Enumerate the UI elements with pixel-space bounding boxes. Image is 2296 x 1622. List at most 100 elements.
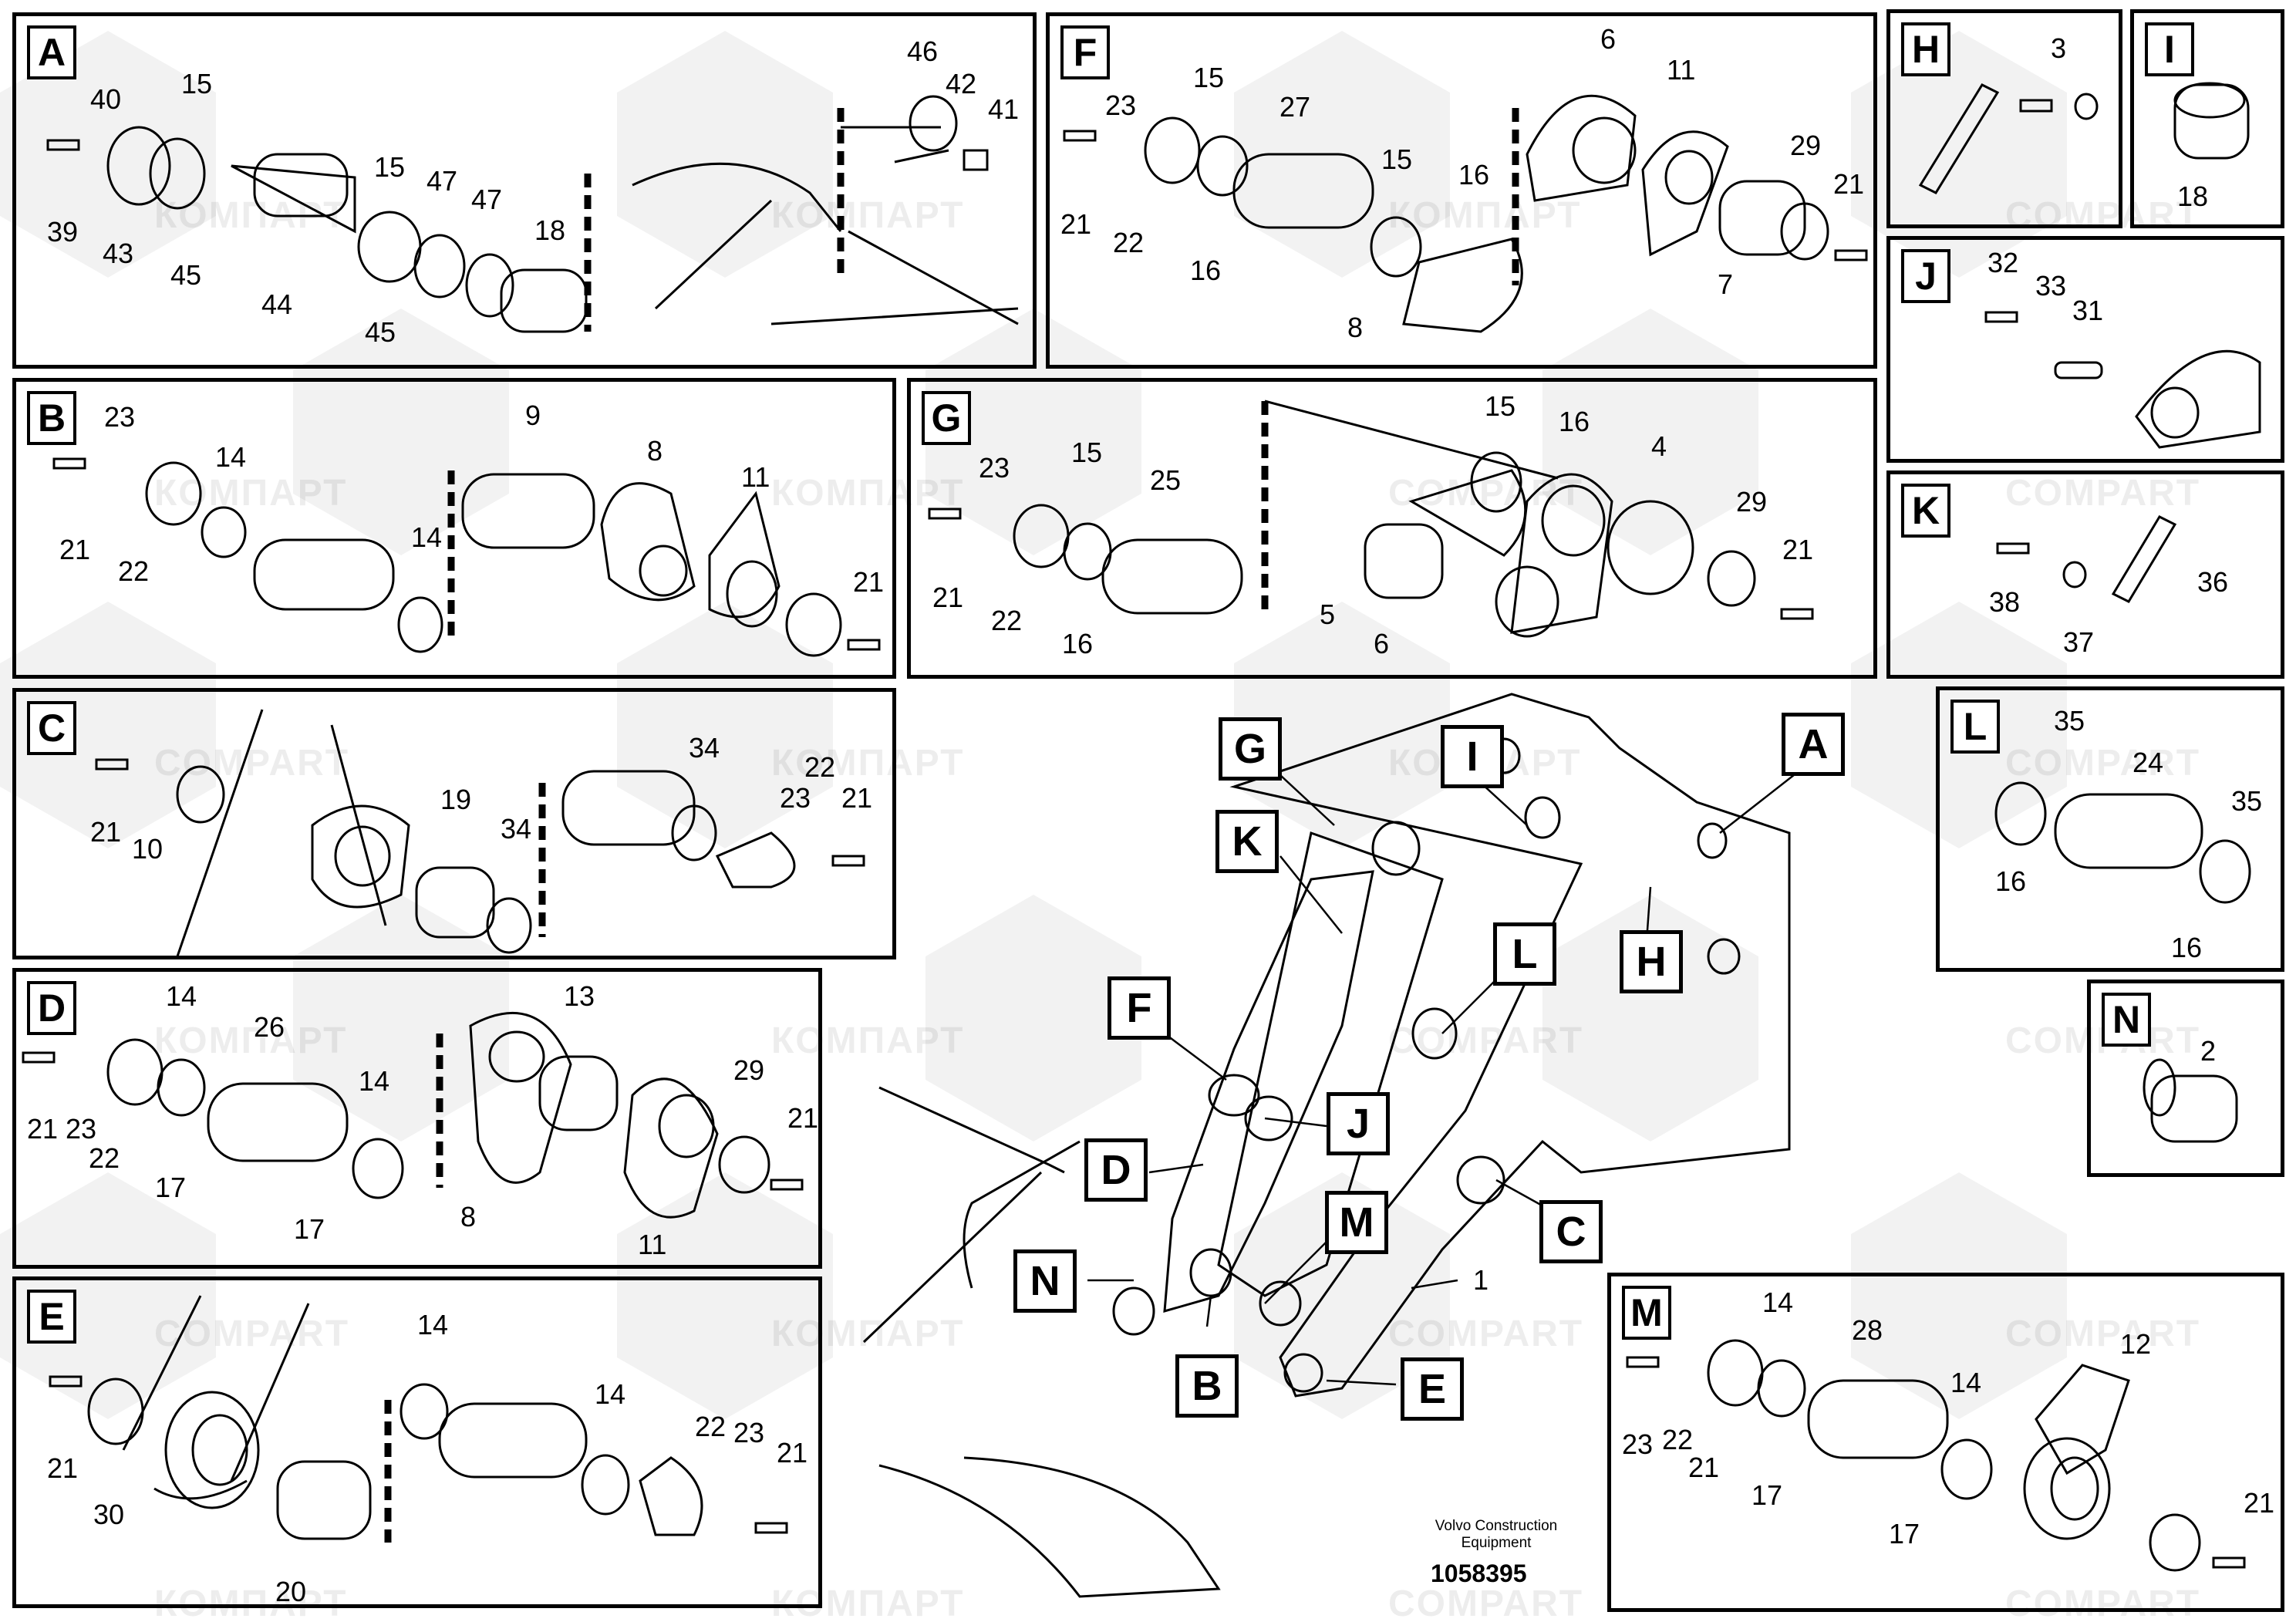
part-number: 23	[1622, 1428, 1654, 1460]
part-number: 21	[59, 534, 91, 565]
part-number: 45	[365, 316, 396, 348]
marker-c[interactable]: C	[1539, 1200, 1603, 1263]
part-number: 41	[988, 93, 1020, 125]
watermark-text: КОМПАРТ	[771, 195, 964, 236]
watermark-text: COMPART	[2005, 743, 2200, 784]
marker-e[interactable]: E	[1401, 1357, 1464, 1421]
marker-m[interactable]: M	[1325, 1191, 1388, 1254]
part-number: 2	[2200, 1035, 2217, 1067]
part-number: 8	[460, 1201, 477, 1233]
marker-b[interactable]: B	[1175, 1354, 1239, 1418]
marker-h[interactable]: H	[1620, 930, 1683, 993]
marker-g[interactable]: G	[1219, 717, 1282, 781]
panel-i: I 18	[2130, 9, 2284, 228]
part-number: 36	[2197, 566, 2229, 598]
part-number: 23	[979, 452, 1010, 484]
watermark-text: COMPART	[2005, 1583, 2200, 1622]
panel-label: M	[1622, 1286, 1671, 1340]
part-number: 46	[907, 35, 939, 67]
panel-l-drawing	[1996, 783, 2250, 902]
panel-n: N 2	[2087, 980, 2284, 1177]
part-number: 16	[1458, 159, 1490, 191]
main-loader-drawing	[864, 694, 1789, 1597]
panel-label: K	[1901, 484, 1950, 538]
part-number: 3	[2051, 32, 2067, 64]
panel-c-drawing	[96, 710, 864, 956]
panel-g-drawing	[929, 401, 1812, 636]
part-number: 21	[841, 782, 873, 814]
part-number: 39	[47, 216, 79, 248]
part-number: 22	[695, 1411, 727, 1442]
part-number: 11	[638, 1229, 667, 1260]
part-number: 12	[2120, 1328, 2152, 1360]
marker-n[interactable]: N	[1013, 1249, 1077, 1313]
marker-l[interactable]: L	[1493, 922, 1556, 986]
panel-label: J	[1901, 249, 1950, 303]
part-number: 29	[1790, 130, 1822, 161]
marker-d[interactable]: D	[1084, 1138, 1148, 1202]
part-number: 28	[1852, 1314, 1883, 1346]
part-number: 17	[1752, 1479, 1783, 1511]
panel-d-drawing	[23, 1013, 802, 1217]
watermark-text: КОМПАРТ	[771, 1020, 964, 1061]
part-number: 22	[118, 555, 150, 587]
part-number: 6	[1374, 628, 1390, 659]
part-number: 4	[1651, 430, 1667, 462]
panel-c: C 34 22 21 10 23 21 19 34	[12, 688, 896, 959]
panel-f-drawing	[1064, 96, 1866, 332]
panel-label: G	[922, 391, 971, 445]
part-number: 16	[2171, 932, 2203, 963]
part-number: 15	[1071, 437, 1103, 468]
watermark-text: COMPART	[1388, 1313, 1583, 1354]
part-number: 29	[733, 1054, 765, 1086]
panel-label: D	[27, 981, 76, 1035]
panel-label: L	[1950, 700, 2000, 754]
part-number: 18	[2177, 180, 2209, 212]
part-number: 8	[1347, 312, 1364, 343]
part-number: 21	[1060, 208, 1092, 240]
part-number: 25	[1150, 464, 1182, 496]
part-number: 23	[733, 1417, 765, 1448]
marker-i[interactable]: I	[1441, 725, 1504, 788]
marker-j[interactable]: J	[1327, 1092, 1390, 1155]
watermark-text: COMPART	[1388, 1583, 1583, 1622]
part-number: 11	[741, 461, 770, 493]
part-number: 5	[1320, 599, 1336, 630]
panel-j-drawing	[1986, 312, 2260, 447]
watermark-text: КОМПАРТ	[154, 1583, 347, 1622]
part-number: 11	[1667, 54, 1696, 86]
part-number: 22	[89, 1142, 120, 1174]
panel-i-drawing	[2175, 83, 2248, 158]
marker-k[interactable]: K	[1215, 810, 1279, 873]
part-number: 34	[501, 813, 532, 845]
watermark-text: КОМПАРТ	[771, 1583, 964, 1622]
panel-label: F	[1060, 25, 1110, 79]
panel-k: K 36 38 37	[1886, 470, 2284, 679]
part-number: 47	[426, 165, 458, 197]
part-number: 22	[1113, 227, 1145, 258]
part-number: 14	[359, 1065, 390, 1097]
marker-f[interactable]: F	[1108, 976, 1171, 1040]
part-number: 21	[787, 1102, 819, 1134]
panel-m-drawing	[1627, 1340, 2244, 1570]
part-number: 40	[90, 83, 122, 115]
part-number: 14	[166, 980, 197, 1012]
watermark-text: КОМПАРТ	[771, 473, 964, 514]
panel-e: E 14 14 22 23 21 21 30 20	[12, 1276, 822, 1608]
part-number: 6	[1600, 23, 1617, 55]
panel-label: B	[27, 391, 76, 445]
watermark-text: КОМПАРТ	[771, 743, 964, 784]
marker-a[interactable]: A	[1782, 713, 1845, 776]
part-number: 29	[1736, 486, 1768, 518]
watermark-text: COMPART	[154, 1313, 349, 1354]
panel-a-drawing	[48, 96, 1018, 332]
part-number: 43	[103, 238, 134, 269]
caption-line: Equipment	[1461, 1535, 1532, 1551]
part-number: 23	[780, 782, 811, 814]
part-number: 21	[47, 1452, 79, 1484]
part-number: 20	[275, 1576, 307, 1607]
panel-b: B 23 9 8 14 11 21 22 14 21	[12, 378, 896, 679]
part-number: 16	[1559, 406, 1590, 437]
watermark-text: КОМПАРТ	[154, 473, 347, 514]
panel-label: N	[2102, 993, 2151, 1047]
